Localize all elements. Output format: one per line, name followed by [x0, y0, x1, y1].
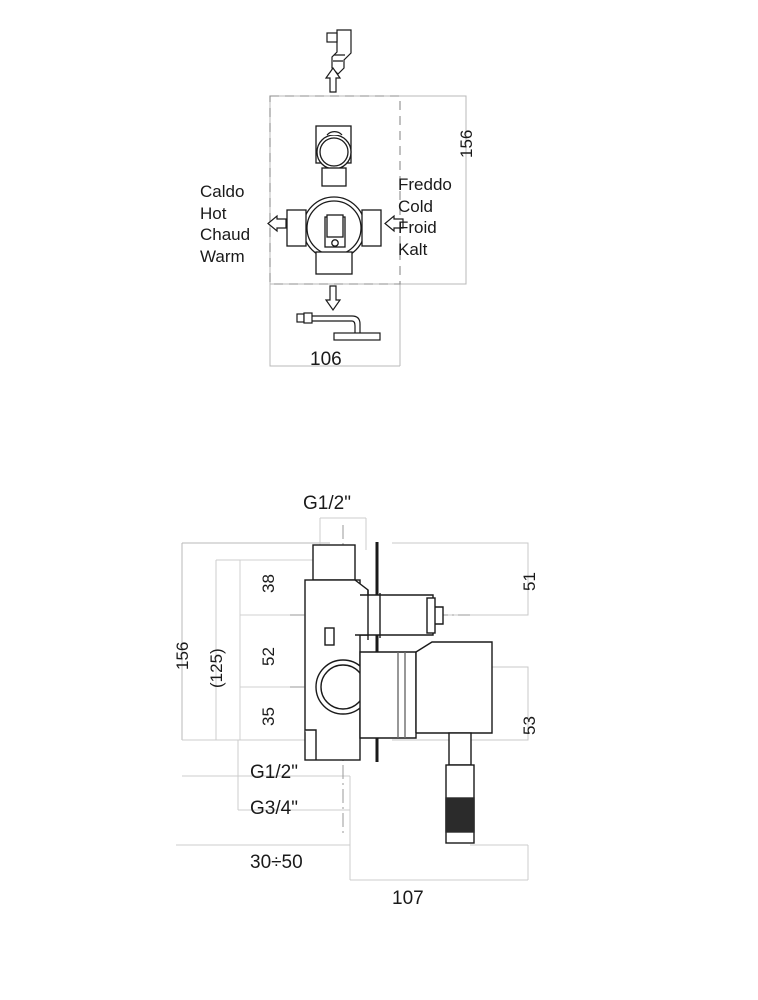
top-view-width-dimension: 106 [310, 349, 342, 370]
hose-grip-band [445, 797, 475, 833]
band-upper-dimension: 38 [259, 574, 278, 593]
recessed-height-dimension: (125) [207, 648, 226, 688]
offset-lower-right-dimension: 53 [520, 716, 539, 735]
hot-label-fr: Chaud [200, 225, 251, 244]
hot-label-it: Caldo [200, 182, 245, 201]
hot-label-en: Hot [200, 203, 227, 223]
top-view-drawing [267, 29, 467, 367]
top-view-hot-label: Caldo Hot Chaud Warm [200, 181, 250, 267]
section-view-drawing [176, 517, 529, 881]
cold-label-en: Cold [398, 196, 433, 216]
section-bottom-dimension-frames [176, 739, 529, 881]
mixer-body [286, 196, 382, 275]
hot-label-de: Warm [200, 246, 245, 266]
cold-label-fr: Froid [398, 218, 437, 237]
diverter-knob [315, 125, 352, 187]
shower-arm-head-icon [296, 312, 381, 341]
hand-shower-outlet-icon [326, 29, 352, 75]
thread-mid-label: G1/2" [250, 762, 298, 783]
wall-depth-dimension: 30÷50 [250, 852, 303, 873]
cold-inlet-arrow [384, 214, 404, 233]
overall-width-dimension: 107 [392, 888, 424, 909]
hot-inlet-arrow [267, 214, 287, 233]
outlet-down-arrow [324, 285, 342, 312]
hose-connector [445, 732, 475, 844]
offset-upper-right-dimension: 51 [520, 572, 539, 591]
cold-label-it: Freddo [398, 175, 452, 194]
cold-label-de: Kalt [398, 239, 428, 259]
band-middle-dimension: 52 [259, 647, 278, 666]
outlet-up-arrow [324, 66, 342, 93]
top-view-cold-label: Freddo Cold Froid Kalt [398, 174, 452, 260]
concealed-body-dashed-box [269, 95, 401, 285]
upper-spigot [360, 590, 444, 640]
overall-height-dimension: 156 [173, 641, 192, 670]
top-view-height-dimension: 156 [457, 129, 476, 158]
thread-top-label: G1/2" [303, 493, 351, 514]
handle-assembly [359, 641, 493, 739]
band-lower-dimension: 35 [259, 707, 278, 726]
thread-low-label: G3/4" [250, 798, 298, 819]
